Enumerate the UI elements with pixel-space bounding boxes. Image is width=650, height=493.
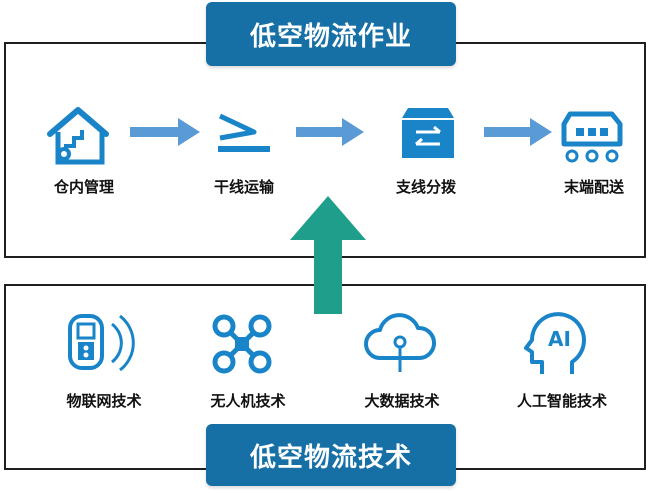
warehouse-gear-icon <box>47 107 109 165</box>
box-transfer-icon <box>402 108 454 158</box>
tech-label-iot: 物联网技术 <box>66 392 142 410</box>
up-arrow <box>290 196 366 314</box>
delivery-vehicle-icon <box>561 111 623 163</box>
technologies-title-banner: 低空物流技术 <box>206 424 456 486</box>
tech-label-ai: 人工智能技术 <box>516 392 608 410</box>
ai-head-icon: AI <box>524 312 586 374</box>
flow-arrow-2 <box>296 118 364 146</box>
operation-label-trunk: 干线运输 <box>213 178 275 196</box>
operation-label-branch: 支线分拨 <box>395 178 457 196</box>
cloud-data-icon <box>364 313 437 372</box>
operation-label-lastmile: 末端配送 <box>563 178 625 196</box>
operations-title-banner: 低空物流作业 <box>206 2 456 66</box>
flow-arrow-3 <box>484 118 552 146</box>
takeoff-runway-icon <box>218 113 270 152</box>
tech-label-bigdata: 大数据技术 <box>364 392 440 410</box>
operations-title: 低空物流作业 <box>249 21 412 52</box>
operation-label-warehouse: 仓内管理 <box>53 178 115 196</box>
flow-arrow-1 <box>130 118 200 146</box>
iot-device-icon <box>68 314 135 372</box>
technologies-title: 低空物流技术 <box>249 442 412 473</box>
drone-icon <box>212 314 272 374</box>
svg-text:AI: AI <box>548 327 571 351</box>
tech-label-drone: 无人机技术 <box>210 392 286 410</box>
